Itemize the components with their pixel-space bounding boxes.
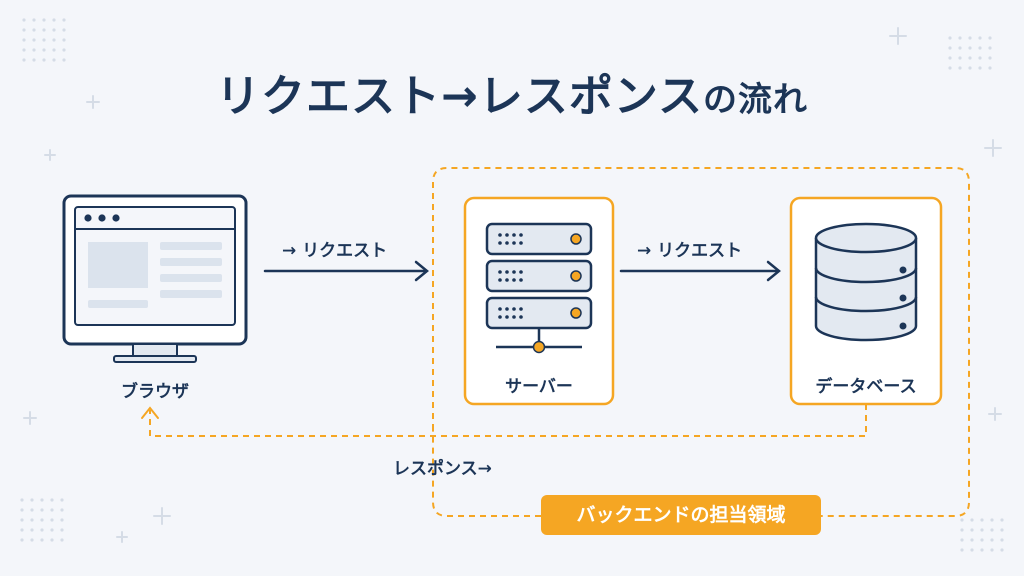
database-label: データベース — [815, 377, 917, 397]
title-main: リクエスト→レスポンス — [216, 71, 703, 122]
request-arrow-browser-to-server — [263, 260, 429, 282]
decorative-plus-signs — [23, 27, 1002, 543]
dot-grid-bottom-left — [20, 498, 64, 542]
server-rack-icon — [485, 222, 593, 354]
server-node — [463, 196, 615, 406]
browser-monitor-icon — [62, 194, 248, 363]
dot-grid-bottom-right — [960, 518, 1004, 552]
page-title: リクエスト→レスポンスの流れ — [0, 60, 1024, 124]
request-arrow-server-to-database — [619, 260, 781, 282]
backend-region-badge: バックエンドの担当領域 — [541, 495, 821, 535]
dot-grid-top-left — [22, 18, 66, 62]
browser-label: ブラウザ — [121, 382, 189, 402]
response-label: レスポンス→ — [393, 459, 492, 479]
server-label: サーバー — [505, 377, 573, 397]
request-label-server-to-database: → リクエスト — [637, 241, 743, 261]
database-cylinder-icon — [814, 222, 918, 342]
title-suffix: の流れ — [703, 80, 808, 120]
dot-grid-top-right — [948, 36, 992, 70]
backend-region-outline — [432, 167, 970, 517]
request-label-browser-to-server: → リクエスト — [282, 241, 388, 261]
response-arrow — [141, 404, 867, 437]
database-node — [789, 196, 943, 406]
